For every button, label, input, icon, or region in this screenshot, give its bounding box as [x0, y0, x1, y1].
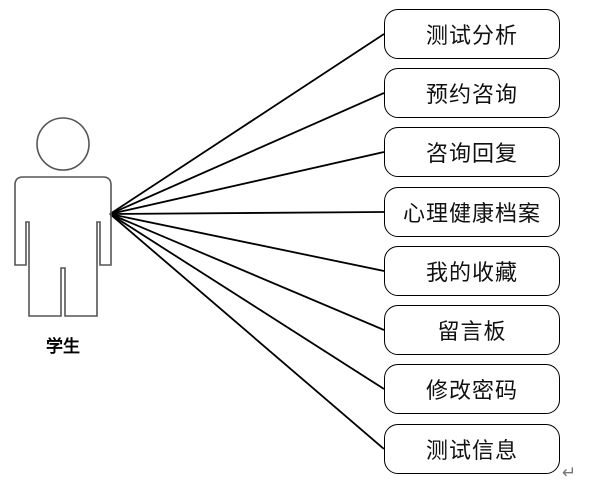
actor-body [14, 176, 112, 317]
connector-line [109, 33, 385, 215]
connector-lines [109, 33, 385, 450]
use-case-box: 咨询回复 [384, 127, 560, 177]
use-case-box: 测试分析 [384, 9, 560, 59]
use-case-box: 预约咨询 [384, 68, 560, 118]
connector-line [109, 213, 385, 450]
connector-line [109, 211, 385, 215]
actor-figure [14, 117, 112, 317]
connector-line [109, 213, 385, 272]
connector-line [109, 213, 385, 331]
use-case-box: 心理健康档案 [384, 187, 560, 237]
use-case-box: 测试信息 [384, 424, 560, 474]
connector-line [109, 151, 385, 215]
use-case-box: 留言板 [384, 305, 560, 355]
use-case-box: 修改密码 [384, 364, 560, 414]
actor-head [36, 117, 90, 171]
paragraph-mark-icon: ↵ [562, 463, 577, 483]
connector-line [109, 213, 385, 390]
connector-line [109, 92, 385, 215]
use-case-box: 我的收藏 [384, 246, 560, 296]
actor-label: 学生 [46, 337, 80, 357]
